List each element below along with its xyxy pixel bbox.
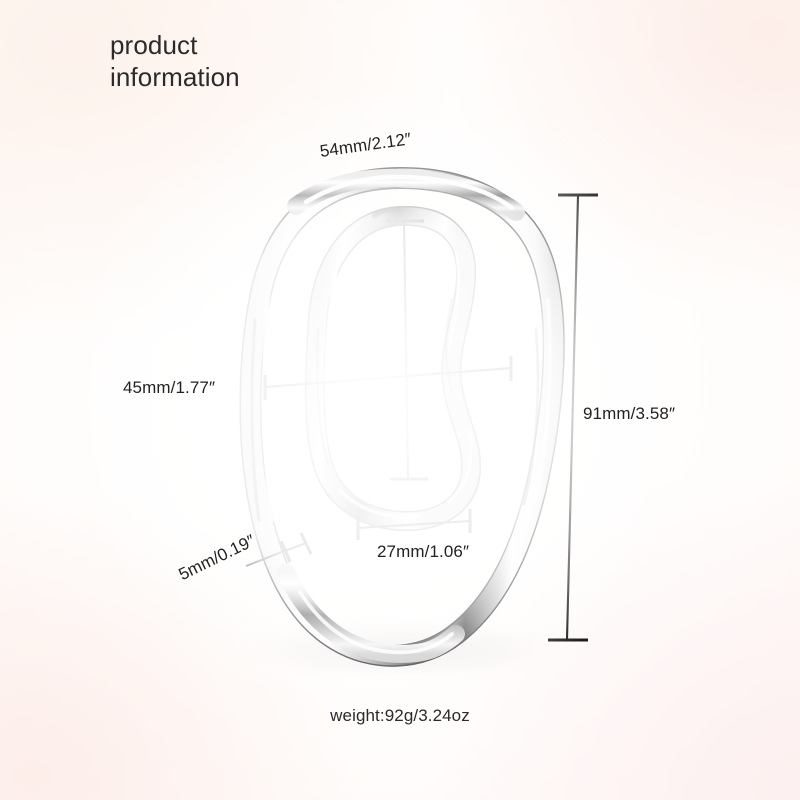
dimension-label-91mm: 91mm/3.58″ xyxy=(583,404,676,423)
dimension-label-45mm: 45mm/1.77″ xyxy=(123,378,216,397)
dimension-label-27mm: 27mm/1.06″ xyxy=(377,542,470,561)
dimension-line-45mm xyxy=(263,356,513,400)
outer-ring xyxy=(239,167,565,667)
dimension-line-91mm xyxy=(548,193,598,642)
inner-loop xyxy=(304,205,482,532)
weight-label: weight:92g/3.24oz xyxy=(330,706,470,725)
dimension-line-5mm xyxy=(245,532,313,567)
dimension-line-27mm xyxy=(356,509,472,540)
dimension-line-54mm xyxy=(386,219,428,481)
page-title: product information xyxy=(110,30,240,92)
